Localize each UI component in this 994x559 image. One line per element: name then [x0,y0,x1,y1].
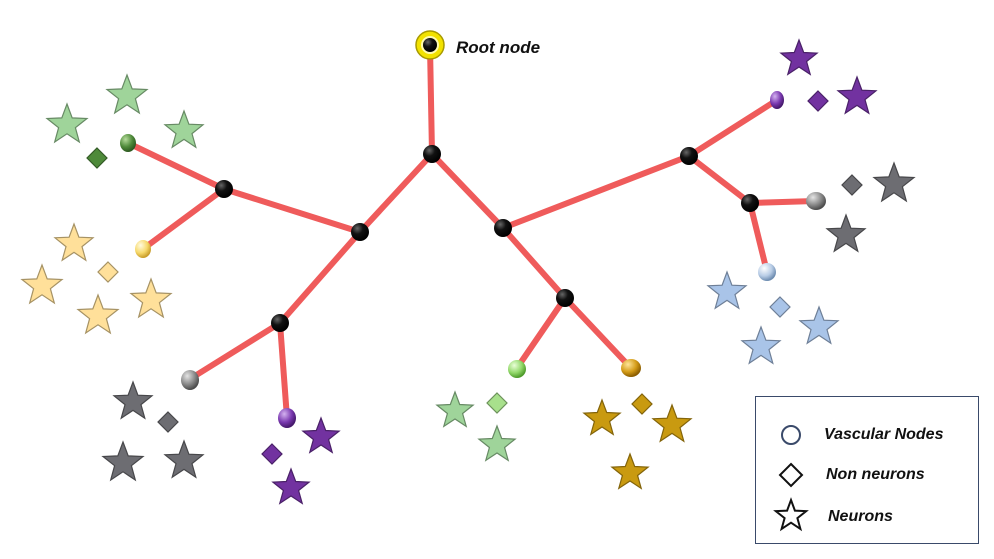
edge [500,225,568,301]
junction-node [271,314,289,332]
root-node [415,30,445,60]
yellow-diamond [97,261,119,283]
legend: Vascular Nodes Non neurons Neurons [755,396,979,544]
leaf-node-gold [621,359,641,377]
purple-star [836,75,878,115]
root-label: Root node [456,38,540,57]
green-star [45,102,89,144]
edge [187,320,283,382]
legend-label-neurons: Neurons [828,508,893,525]
junction-node [741,194,759,212]
circle-icon [756,419,816,451]
blue-star [798,305,840,345]
yellow-star [53,222,95,262]
edge [140,186,227,252]
leaf-node-blue [758,263,776,281]
leaf-nodes [120,91,826,428]
gray-star [872,161,916,203]
star-icon [756,497,816,533]
leaf-node-purple [770,91,784,109]
purple-star [271,467,311,505]
gray-diamond [157,411,179,433]
green-diamond [86,147,108,169]
edge [500,153,692,231]
gray-diamond [841,174,863,196]
gold-diamond [631,393,653,415]
edge [277,320,290,421]
blue-star [740,325,782,365]
yellow-star [76,293,120,335]
edge [686,153,753,206]
yellow-star [20,263,64,305]
edge [686,97,780,159]
legend-item-vascular: Vascular Nodes [756,419,943,451]
leaf-node-purple [278,408,296,428]
blue-diamond [769,296,791,318]
edge [427,43,435,157]
legend-label-non-neurons: Non neurons [826,466,925,483]
gray-star [112,380,154,420]
gold-star [610,452,650,490]
leaf-node-gray [181,370,199,390]
edge [562,295,633,370]
junction-node [494,219,512,237]
diamond-icon [756,459,816,491]
leaf-node-bright-green [508,360,526,378]
edge [747,198,818,206]
edge [429,151,506,231]
junction-nodes [215,145,759,332]
gray-star [825,213,867,253]
green-star [105,73,149,115]
purple-star [301,416,341,454]
gray-star [163,439,205,479]
junction-node [423,145,441,163]
blue-star [706,270,748,310]
leaf-node-dark-green [120,134,136,152]
green-star [163,109,205,149]
junction-node [556,289,574,307]
green-star [435,390,475,428]
purple-diamond [261,443,283,465]
gray-star [101,440,145,482]
cell-symbols [20,38,916,505]
leaf-node-gray [806,192,826,210]
gold-star [651,403,693,443]
purple-diamond [807,90,829,112]
edges [125,43,818,421]
edge [357,151,435,235]
legend-label-vascular: Vascular Nodes [824,426,944,443]
edge [221,186,363,235]
edge [277,229,363,326]
junction-node [680,147,698,165]
yellow-star [129,277,173,319]
edge [747,200,770,275]
green-diamond [486,392,508,414]
edge [125,140,227,192]
leaf-node-yellow [135,240,151,258]
gold-star [582,398,622,436]
purple-star [779,38,819,76]
junction-node [215,180,233,198]
legend-item-non-neurons: Non neurons [756,459,925,491]
junction-node [351,223,369,241]
green-star [477,424,517,462]
edge [514,295,568,371]
legend-item-neurons: Neurons [756,497,893,533]
